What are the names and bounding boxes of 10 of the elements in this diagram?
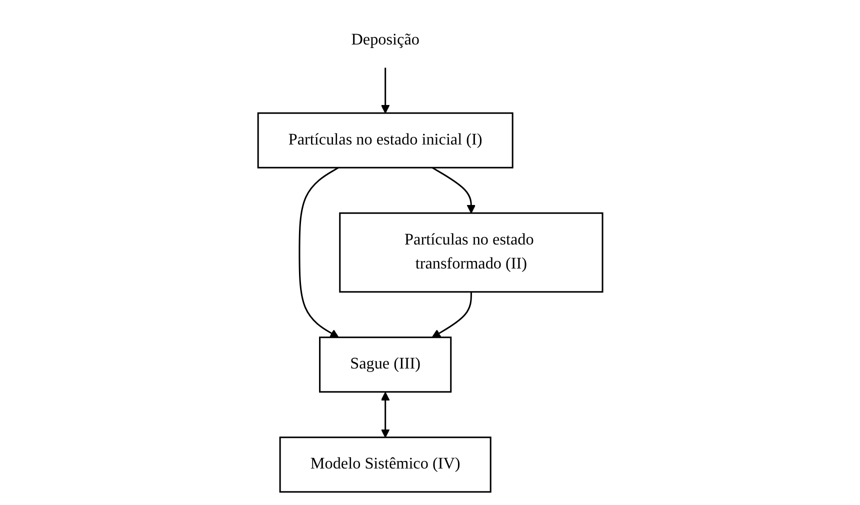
node-box: Modelo Sistêmico (IV) <box>279 436 492 493</box>
node-box: Sague (III) <box>318 336 452 393</box>
arrow <box>431 166 476 214</box>
node-text: Deposição <box>350 31 420 48</box>
arrow <box>431 292 472 338</box>
arrow <box>380 68 390 114</box>
node-box: Partículas no estado inicial (I) <box>257 112 514 168</box>
arrow <box>298 166 339 338</box>
node-box: Partículas no estado transformado (II) <box>338 212 603 293</box>
arrow <box>380 392 390 438</box>
